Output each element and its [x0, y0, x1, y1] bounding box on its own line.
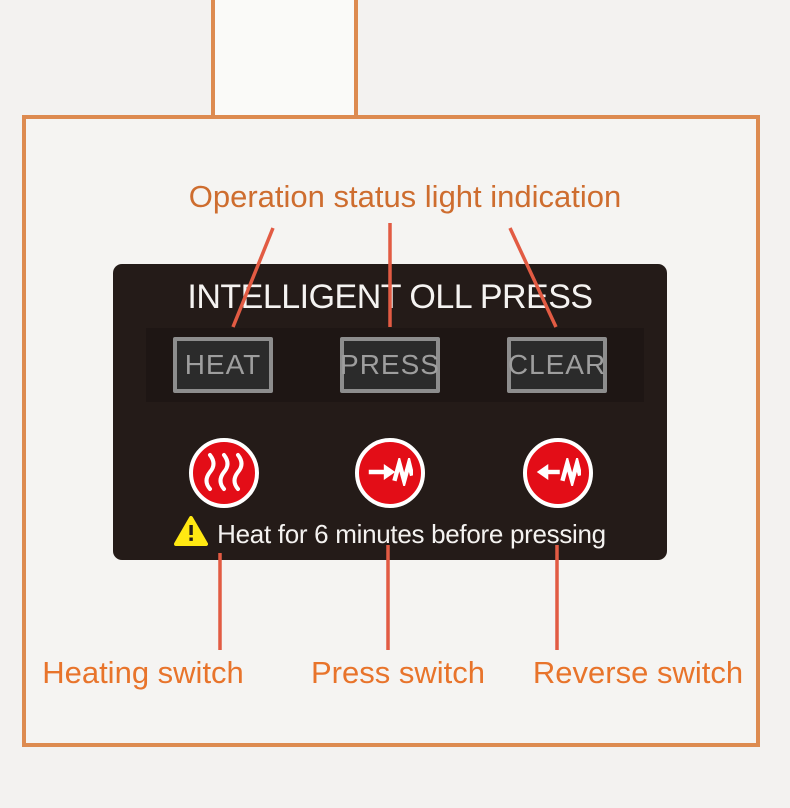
warning-text: Heat for 6 minutes before pressing	[217, 518, 606, 549]
reverse-switch-button[interactable]	[523, 438, 593, 508]
press-switch-button[interactable]	[355, 438, 425, 508]
warning-row: Heat for 6 minutes before pressing	[113, 514, 667, 554]
heat-waves-icon	[203, 452, 245, 495]
heating-switch-label: Heating switch	[42, 655, 244, 690]
oil-press-control-panel: INTELLIGENT OLL PRESS HEAT PRESS CLEAR	[113, 264, 667, 560]
reverse-switch-label: Reverse switch	[532, 655, 744, 690]
panel-title: INTELLIGENT OLL PRESS	[187, 278, 593, 316]
press-forward-icon	[367, 453, 415, 489]
press-switch-label: Press switch	[311, 655, 485, 690]
warning-triangle-icon	[174, 516, 209, 552]
clear-indicator-light: CLEAR	[507, 337, 607, 393]
heat-indicator-light: HEAT	[173, 337, 273, 393]
top-connector-strip	[215, 0, 356, 115]
top-connector-line-right	[354, 0, 358, 119]
heating-switch-button[interactable]	[189, 438, 259, 508]
clear-indicator-label: CLEAR	[507, 349, 607, 380]
press-indicator-light: PRESS	[340, 337, 440, 393]
press-indicator-label: PRESS	[340, 349, 440, 380]
heat-indicator-label: HEAT	[184, 349, 262, 380]
top-connector-line-left	[211, 0, 215, 119]
reverse-arrow-icon	[535, 453, 583, 489]
operation-status-label: Operation status light indication	[188, 179, 622, 214]
